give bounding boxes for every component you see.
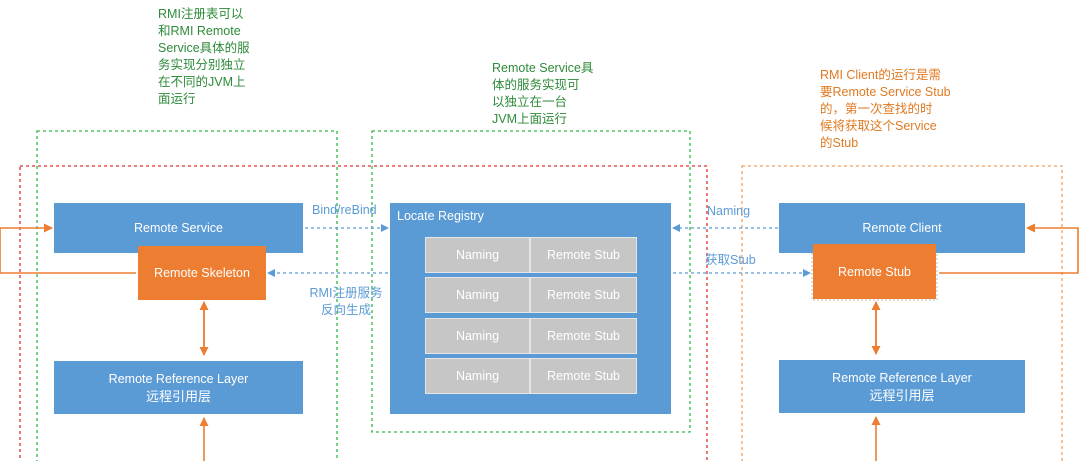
server-jvm-frame	[36, 130, 338, 461]
server-ref-layer-en: Remote Reference Layer	[108, 371, 249, 386]
remote-skeleton-label: Remote Skeleton	[154, 266, 250, 280]
registry-row-2-naming: Naming	[425, 277, 530, 313]
register-label: RMI注册服务 反向生成	[300, 285, 392, 319]
get-stub-label: 获取Stub	[705, 253, 756, 267]
registry-jvm-note: RMI注册表可以 和RMI Remote Service具体的服 务实现分别独立…	[158, 7, 250, 106]
registry-jvm-frame	[371, 130, 691, 433]
remote-stub-label: Remote Stub	[838, 264, 911, 279]
server-side-frame	[19, 165, 708, 461]
client-reference-layer-box[interactable]: Remote Reference Layer 远程引用层	[779, 360, 1025, 413]
register-label-line2: 反向生成	[320, 303, 371, 317]
registry-row-4-stub: Remote Stub	[530, 358, 637, 394]
remote-stub-box[interactable]: Remote Stub	[813, 244, 936, 299]
server-ref-layer-zh: 远程引用层	[145, 388, 211, 404]
client-loop-arrow	[939, 223, 1079, 274]
registry-row-4-naming: Naming	[425, 358, 530, 394]
service-jvm-note: Remote Service具 体的服务实现可 以独立在一台 JVM上面运行	[492, 61, 594, 126]
naming-label: Naming	[707, 204, 751, 218]
server-reference-layer-box[interactable]: Remote Reference Layer 远程引用层	[54, 361, 303, 414]
client-stub-note: RMI Client的运行是需 要Remote Service Stub 的，第…	[820, 68, 951, 150]
registry-row-1-stub: Remote Stub	[530, 237, 637, 273]
locate-registry-box[interactable]: Locate Registry Naming Remote Stub Namin…	[390, 203, 671, 414]
registry-row-2-stub: Remote Stub	[530, 277, 637, 313]
remote-service-box[interactable]: Remote Service	[54, 203, 303, 253]
registry-row-3-stub: Remote Stub	[530, 318, 637, 354]
client-ref-layer-zh: 远程引用层	[869, 387, 935, 403]
remote-skeleton-box[interactable]: Remote Skeleton	[138, 246, 266, 300]
server-loop-arrow	[0, 223, 136, 274]
register-label-line1: RMI注册服务	[309, 286, 383, 300]
registry-title: Locate Registry	[397, 209, 484, 223]
bind-label: Bind/reBind	[312, 203, 377, 217]
client-ref-layer-en: Remote Reference Layer	[832, 370, 972, 385]
remote-client-label: Remote Client	[862, 221, 942, 235]
registry-row-3-naming: Naming	[425, 318, 530, 354]
client-stub-dashed-outline	[811, 242, 938, 301]
remote-service-label: Remote Service	[134, 221, 223, 235]
registry-row-1-naming: Naming	[425, 237, 530, 273]
